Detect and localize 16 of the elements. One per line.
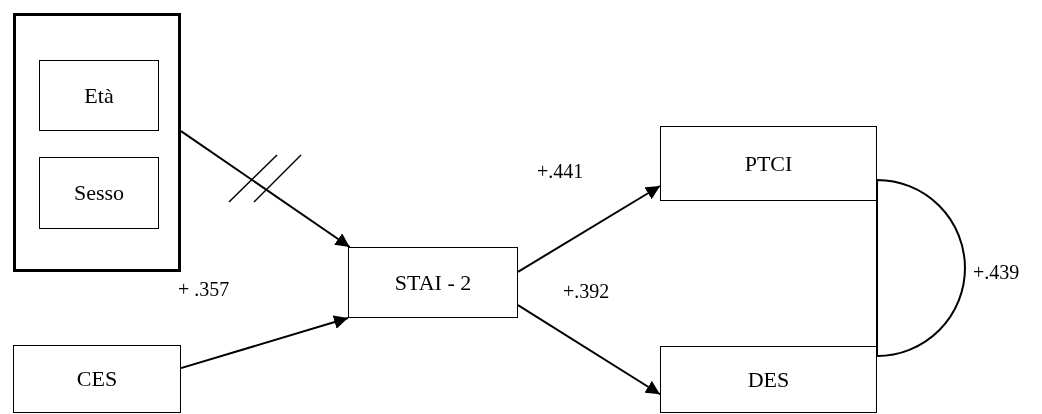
correlation-arc <box>876 179 966 358</box>
edge-label: +.441 <box>537 161 584 181</box>
variable-box: PTCI <box>660 126 877 201</box>
edge-label: +.439 <box>973 262 1020 282</box>
group-box <box>13 13 181 272</box>
arrow <box>517 304 661 396</box>
variable-box: CES <box>13 345 181 413</box>
arrow <box>517 185 661 273</box>
edge-label: + .357 <box>178 279 230 299</box>
variable-box: STAI - 2 <box>348 247 518 318</box>
variable-box: Sesso <box>39 157 159 229</box>
variable-box: DES <box>660 346 877 413</box>
arrow <box>180 315 349 370</box>
arrow <box>180 130 351 248</box>
variable-box: Età <box>39 60 159 131</box>
edge-label: +.392 <box>563 281 610 301</box>
